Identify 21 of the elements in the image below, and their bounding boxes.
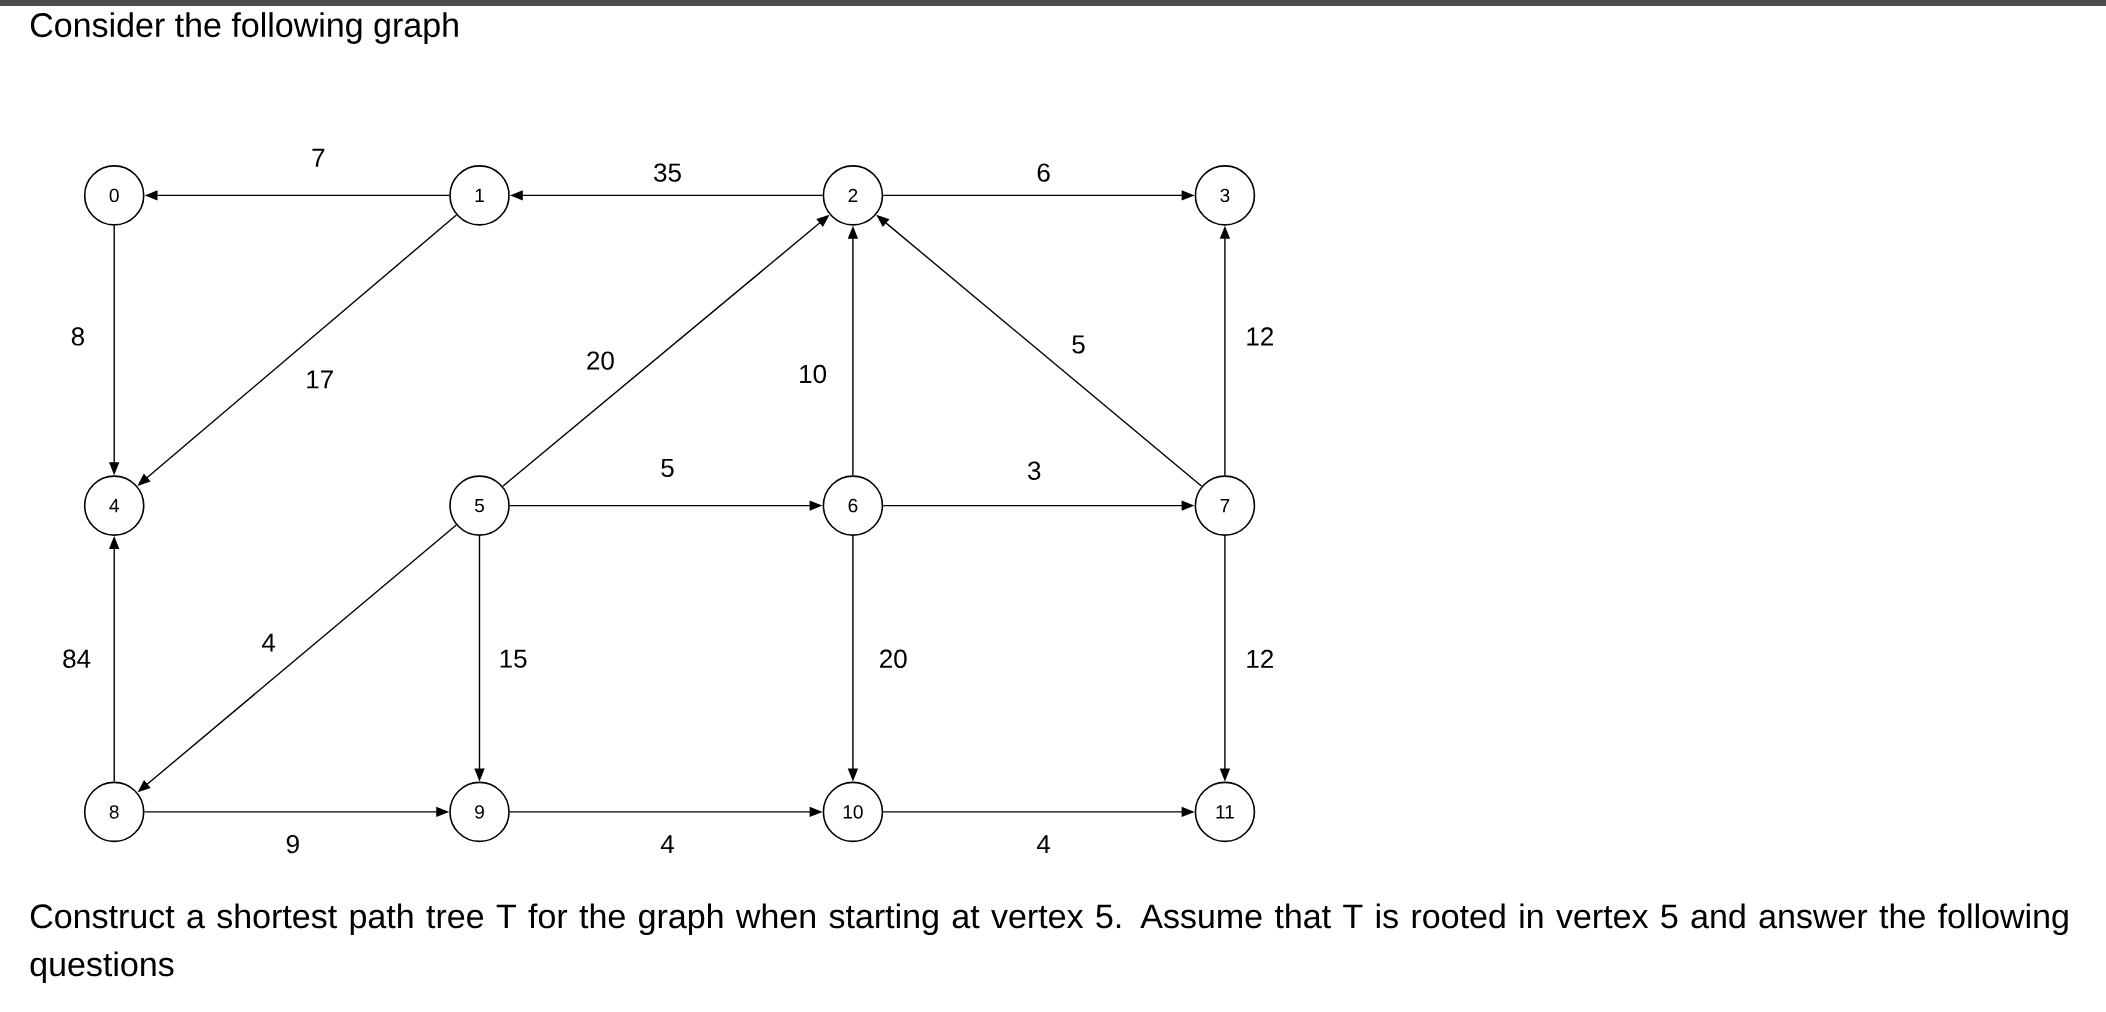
edge-label: 15 xyxy=(500,649,527,668)
edge-label: 20 xyxy=(880,649,907,668)
edge-label: 8 xyxy=(71,327,84,346)
edge-label: 35 xyxy=(654,163,681,182)
edge-label: 12 xyxy=(1247,327,1273,346)
edge-label: 5 xyxy=(1072,335,1085,354)
caption: Construct a shortest path tree T for the graph when starting at vertex 5. Assume that T is rooted in vertex 5 and answer the following questions xyxy=(30,903,2068,984)
edge-label: 84 xyxy=(63,649,91,668)
heading: Consider the following graph xyxy=(30,12,458,44)
edge-label: 20 xyxy=(587,351,614,370)
edge-label: 5 xyxy=(661,458,674,478)
edge-label: 12 xyxy=(1247,649,1273,668)
edge-label: 9 xyxy=(286,834,299,854)
edge-label: 7 xyxy=(312,148,325,167)
edge-label: 3 xyxy=(1027,461,1041,480)
edge-label: 17 xyxy=(307,370,333,389)
edge-label: 4 xyxy=(660,835,674,854)
edge-label: 10 xyxy=(800,364,827,384)
edge-label: 6 xyxy=(1037,163,1050,182)
edge-label: 4 xyxy=(1037,835,1051,854)
edge-label: 4 xyxy=(261,633,276,652)
